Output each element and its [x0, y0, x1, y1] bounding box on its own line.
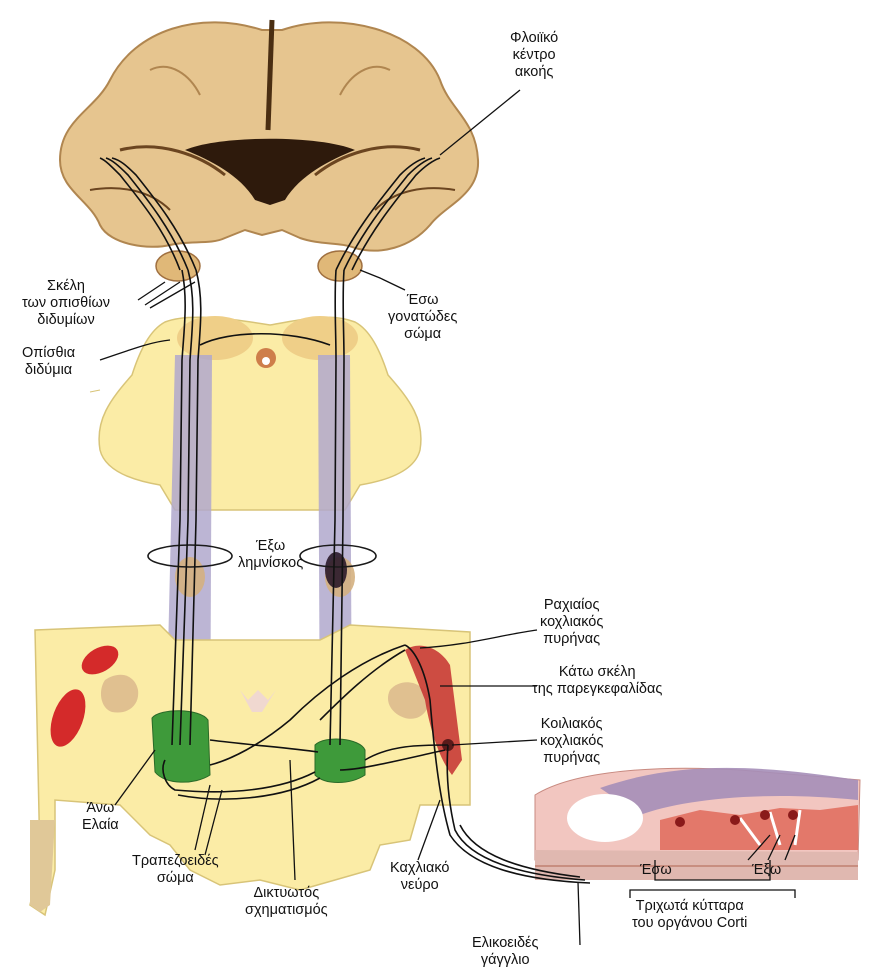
organ-of-corti-section: [535, 768, 860, 880]
inferior-colliculus-left: [177, 316, 253, 360]
label-outer: Έξω: [752, 862, 781, 879]
label-cochlear-nerve: Καχλιακό νεύρο: [390, 860, 449, 894]
label-inferior-cerebellar-peduncle: Κάτω σκέλη της παρεγκεφαλίδας: [532, 664, 662, 698]
label-inner: Έσω: [640, 862, 672, 879]
midbrain-section: [90, 316, 421, 510]
cerebrum-section: [60, 20, 478, 251]
inferior-colliculus-right: [282, 316, 358, 360]
superior-olive-right: [315, 739, 365, 783]
label-dorsal-cochlear-nucleus: Ραχιαίος κοχλιακός πυρήνας: [540, 597, 603, 648]
label-ventral-cochlear-nucleus: Κοιλιακός κοχλιακός πυρήνας: [540, 716, 603, 767]
tunnel-of-corti: [567, 794, 643, 842]
label-inferior-colliculus: Οπίσθια διδύμια: [22, 345, 75, 379]
label-brachium-inferior-colliculus: Σκέλη των οπισθίων διδυμίων: [22, 278, 110, 329]
label-medial-geniculate-body: Έσω γονατώδες σώμα: [388, 292, 457, 343]
medial-geniculate-right: [318, 251, 362, 281]
label-trapezoid-body: Τραπεζοειδές σώμα: [132, 853, 219, 887]
label-auditory-cortex: Φλοιϊκό κέντρο ακοής: [510, 30, 558, 81]
label-superior-olive: Άνω Ελαία: [82, 800, 119, 834]
label-spiral-ganglion: Ελικοειδές γάγγλιο: [472, 935, 539, 969]
label-hair-cells: Τριχωτά κύτταρα του οργάνου Corti: [632, 898, 747, 932]
label-reticular-formation: Δικτυωτός σχηματισμός: [245, 885, 328, 919]
label-lateral-lemniscus: Έξω λημνίσκος: [238, 538, 303, 572]
midbrain-outline: [99, 317, 421, 510]
